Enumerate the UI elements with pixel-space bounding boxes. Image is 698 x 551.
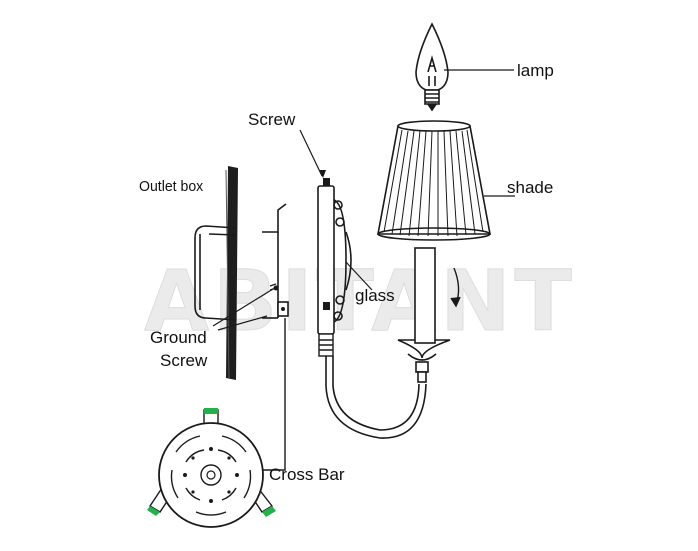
label-ground-screw: Screw — [160, 351, 208, 370]
label-shade: shade — [507, 178, 553, 197]
outlet-box — [194, 225, 237, 321]
wall-section — [225, 166, 238, 380]
twist-arrow-icon — [450, 267, 461, 308]
cross-bar-connector-line — [262, 318, 286, 471]
label-cross-bar: Cross Bar — [269, 465, 345, 484]
watermark: ABITANT — [144, 252, 576, 350]
ground-screw-leaders — [212, 288, 274, 331]
sconce-arm — [325, 356, 427, 439]
cross-bar-plate — [147, 408, 276, 528]
label-outlet-box: Outlet box — [139, 179, 204, 195]
glass-leader — [345, 261, 373, 291]
candle-cup — [397, 247, 451, 383]
label-lamp: lamp — [517, 61, 554, 80]
label-ground: Ground — [150, 328, 207, 347]
candle-bulb — [415, 22, 449, 112]
mounting-bracket — [262, 203, 289, 319]
label-glass: glass — [355, 286, 395, 305]
lamp-shade — [377, 120, 491, 241]
wire-connector — [318, 333, 334, 357]
label-screw: Screw — [248, 110, 296, 129]
screw-leader — [299, 129, 326, 178]
